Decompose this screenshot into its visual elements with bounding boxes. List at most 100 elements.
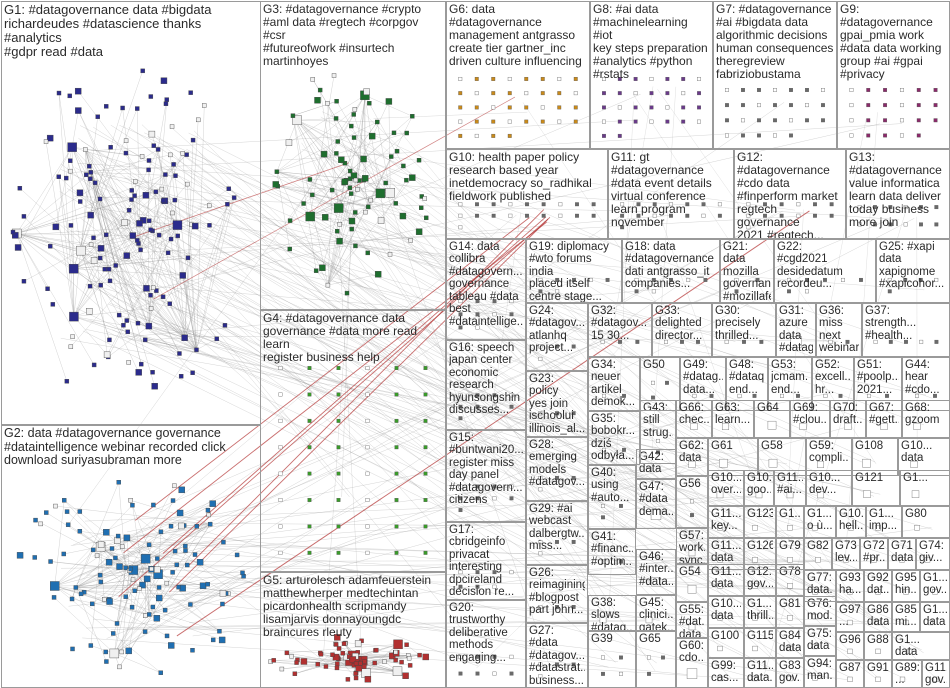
node-g7: [741, 118, 745, 123]
node-g25: [887, 277, 892, 282]
node-g1: [126, 208, 132, 213]
node-g12: [796, 213, 801, 218]
node-g45: [645, 616, 653, 624]
node-g1: [21, 214, 27, 219]
node-g3: [377, 217, 385, 224]
edge-g1: [16, 233, 68, 382]
node-g3: [424, 215, 429, 221]
edge-g3-g67: [382, 240, 884, 427]
group-label-g13: G13: #datagovernance value informatica l…: [849, 151, 942, 229]
node-g10: [458, 213, 463, 218]
node-g1: [17, 186, 23, 191]
edge-g1-g35: [118, 223, 619, 454]
edge-g1: [16, 233, 101, 286]
edge-g2-g10: [169, 218, 549, 593]
node-g1: [70, 334, 75, 339]
node-g26: [571, 605, 576, 609]
group-label-g24: G24: #datagov... atlanhq project...: [529, 305, 585, 355]
group-box-g80: G80: [902, 506, 950, 538]
group-label-g22: G22: #cgd2021 desidedatum recordeu...: [777, 241, 843, 291]
group-label-g59: G59: compli...: [809, 440, 849, 465]
node-g4: [336, 445, 341, 450]
node-g29: [538, 539, 543, 544]
node-g1: [103, 351, 111, 359]
node-g2: [172, 483, 177, 488]
group-label-g51: G51: #poolp... 2021...: [857, 359, 899, 396]
node-g1: [185, 181, 190, 187]
group-label-g48: G48: #dataq... end...: [729, 359, 765, 396]
edge-g2-g10: [134, 217, 530, 521]
edge-g3: [351, 95, 366, 222]
edge-g1-g79: [109, 303, 791, 560]
node-g6: [507, 105, 512, 110]
node-g16: [492, 393, 497, 398]
edge-g2: [75, 566, 120, 588]
node-g12: [746, 202, 751, 207]
edge-g3: [323, 95, 366, 155]
group-box-g115: G115: [744, 628, 776, 658]
node-g4: [307, 366, 312, 371]
group-label-g115: G115: [747, 630, 773, 642]
edge-g5: [336, 654, 420, 669]
node-g7: [821, 103, 825, 108]
edge-g1: [16, 233, 183, 276]
edge-g1: [165, 174, 197, 350]
group-label-g117: G1... data: [895, 634, 920, 659]
node-g1: [88, 176, 93, 181]
edge-g1: [85, 149, 217, 339]
edge-g1: [73, 164, 174, 269]
node-g5: [284, 650, 290, 656]
node-g21: [755, 277, 760, 282]
node-g2: [155, 556, 160, 561]
node-g39: [601, 655, 605, 660]
edge-g1-g124: [78, 138, 761, 618]
node-g9: [899, 133, 904, 138]
node-g9: [883, 88, 888, 92]
node-g27: [555, 662, 559, 667]
node-g5: [362, 664, 367, 669]
node-g3: [322, 214, 329, 221]
node-g11: [620, 213, 625, 218]
node-g25: [903, 277, 908, 282]
node-g6: [540, 105, 545, 110]
node-group-g9: [849, 88, 938, 138]
group-box-g81: G81: [776, 596, 804, 628]
node-g2: [130, 502, 135, 508]
node-g3: [419, 205, 424, 210]
group-box-g37: G37: strength... #health...: [862, 303, 950, 357]
node-g3: [387, 252, 393, 257]
group-box-g27: G27: #data #datagov... #datastrat... bus…: [526, 623, 588, 688]
node-group-g12: [746, 202, 834, 230]
group-label-g29: G29: #ai webcast dalbergtw... miss...: [529, 503, 585, 553]
node-g8: [681, 119, 686, 124]
node-g2: [70, 646, 75, 652]
edge-g1-g61: [60, 169, 730, 466]
node-g1: [86, 308, 93, 315]
group-label-g96: G96: [839, 634, 861, 646]
node-g49: [692, 393, 697, 398]
edge-g1: [16, 233, 101, 259]
node-g17: [475, 584, 480, 589]
node-g3: [366, 204, 371, 210]
node-g8: [602, 119, 606, 124]
node-g32: [600, 339, 605, 344]
node-g22: [805, 277, 809, 282]
edge-g3-g116: [339, 143, 790, 495]
node-g5: [402, 672, 409, 679]
group-label-g20: G20: trustworthy deliberative methods en…: [449, 602, 508, 664]
node-group-g17: [458, 570, 514, 589]
node-g3: [334, 151, 339, 156]
edge-g2: [75, 587, 168, 637]
node-g3: [353, 177, 359, 183]
node-g10: [475, 213, 479, 218]
node-g3: [408, 238, 413, 243]
node-g1: [107, 278, 113, 284]
node-g2: [146, 542, 152, 547]
edge-g1: [85, 149, 155, 387]
node-g4: [307, 418, 312, 423]
group-label-g63: G63: learn...: [715, 402, 751, 427]
node-g6: [573, 119, 578, 124]
node-g5: [330, 652, 335, 657]
node-g4: [307, 392, 312, 397]
node-g5: [362, 659, 367, 664]
